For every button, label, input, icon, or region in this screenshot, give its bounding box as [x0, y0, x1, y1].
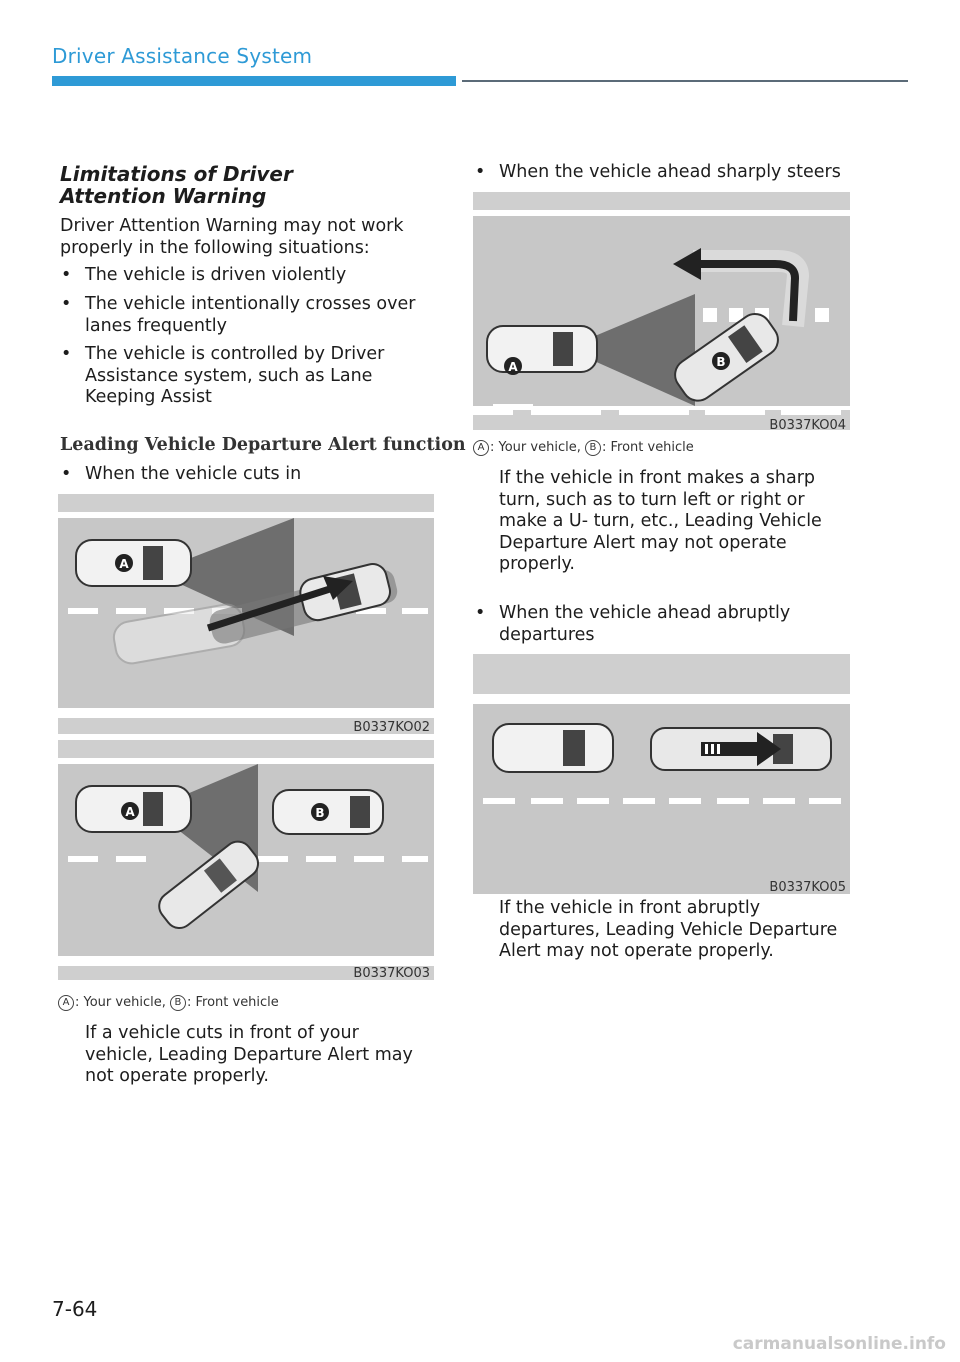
limitations-heading: Limitations of Driver Attention Warning [60, 162, 293, 208]
figure-code: B0337KO02 [353, 720, 430, 735]
figure-legend: A: Your vehicle, B: Front vehicle [473, 440, 850, 456]
figure-label-b: B [315, 806, 324, 820]
figure-strip [58, 740, 434, 758]
figure-cut-in-1: A [58, 518, 434, 708]
cut-in-paragraph: If a vehicle cuts in front of your vehic… [85, 1023, 413, 1086]
header-rule [462, 80, 908, 82]
list-item: •When the vehicle cuts in [61, 464, 302, 484]
figure-strip [473, 410, 850, 430]
list-item: •The vehicle is controlled by Driver Ass… [61, 344, 385, 407]
figure-sharp-steer: B A [473, 216, 850, 406]
figure-strip [473, 654, 850, 694]
figure-label-a: A [508, 360, 518, 374]
list-item: •The vehicle is driven violently [61, 265, 347, 285]
header-accent-bar [52, 76, 456, 86]
figure-label-a: A [119, 557, 129, 571]
watermark: carmanualsonline.info [732, 1334, 946, 1354]
figure-label-a: A [125, 805, 135, 819]
page-number: 7-64 [52, 1297, 98, 1321]
lvda-subheading: Leading Vehicle Departure Alert function [60, 435, 466, 455]
intro-paragraph: Driver Attention Warning may not work pr… [60, 216, 404, 258]
figure-label-b: B [716, 355, 725, 369]
figure-code: B0337KO03 [353, 966, 430, 981]
sharp-steer-paragraph: If the vehicle in front makes a sharp tu… [499, 468, 822, 574]
figure-code: B0337KO05 [769, 880, 846, 895]
figure-strip [58, 494, 434, 512]
figure-cut-in-2: B A [58, 764, 434, 956]
figure-strip [58, 718, 434, 734]
list-item: •When the vehicle ahead sharply steers [475, 162, 841, 182]
list-item: •When the vehicle ahead abruptly departu… [475, 603, 791, 645]
figure-abrupt-departure [473, 704, 850, 894]
list-item: •The vehicle intentionally crosses over … [61, 294, 416, 336]
figure-legend: A: Your vehicle, B: Front vehicle [58, 995, 434, 1011]
figure-strip [58, 966, 434, 980]
figure-code: B0337KO04 [769, 418, 846, 433]
abrupt-departure-paragraph: If the vehicle in front abruptly departu… [499, 898, 838, 961]
figure-strip [473, 192, 850, 210]
section-title: Driver Assistance System [52, 44, 313, 68]
